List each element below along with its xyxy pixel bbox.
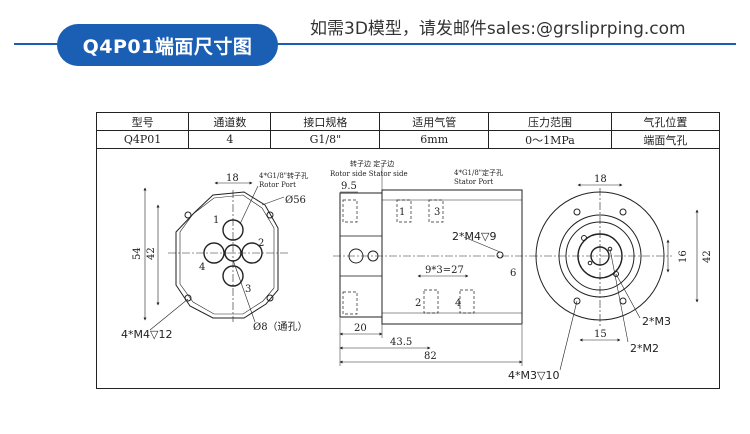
front-view-inner-outline xyxy=(179,194,275,315)
rear-m2-hole xyxy=(587,260,593,266)
front-hole-label: 4 xyxy=(199,262,205,273)
side-m4-leader xyxy=(463,236,501,253)
rear-dim-18: 18 xyxy=(594,174,607,185)
side-port-label: 1 xyxy=(399,207,405,218)
drawing-sheet: 型号 通道数 接口规格 适用气管 压力范围 气孔位置 Q4P01 4 G1/8"… xyxy=(96,112,720,389)
spec-table: 型号 通道数 接口规格 适用气管 压力范围 气孔位置 Q4P01 4 G1/8"… xyxy=(97,113,719,149)
rear-bottom-note: 4*M3▽10 xyxy=(508,369,559,382)
front-hole-label: 3 xyxy=(245,284,251,295)
side-stator-hole xyxy=(496,251,504,259)
front-dim-42: 42 xyxy=(146,247,157,260)
front-center-note: Ø8（通孔） xyxy=(253,321,308,333)
front-port-note: 4*G1/8"转子孔 xyxy=(259,171,308,180)
rear-mount-hole xyxy=(573,297,581,305)
front-mount-hole xyxy=(266,294,274,302)
rear-m3-note: 2*M3 xyxy=(642,315,671,328)
side-view xyxy=(333,165,530,366)
rear-m3-leader xyxy=(615,273,641,319)
side-dim-82: 82 xyxy=(424,351,437,362)
front-view-outline xyxy=(175,191,279,319)
rear-dim-42: 42 xyxy=(702,250,713,263)
rear-mount-hole xyxy=(573,208,581,216)
rear-bottom-leader xyxy=(559,300,578,371)
spec-header-cell: 接口规格 xyxy=(270,113,381,131)
side-port-label: 4 xyxy=(455,298,461,309)
front-port-leader xyxy=(239,185,259,225)
side-top-note: 转子边 定子边 xyxy=(350,159,394,168)
front-mount-leader xyxy=(149,298,189,331)
contact-email-text: 如需3D模型，请发邮件sales:@grsliprping.com xyxy=(310,19,686,39)
rear-m2-hole xyxy=(607,246,613,252)
side-m4-note: 2*M4▽9 xyxy=(452,230,496,243)
front-mount-hole xyxy=(266,211,274,219)
side-port-hidden xyxy=(396,199,412,223)
front-dia-leader xyxy=(261,196,285,206)
side-dim-435: 43.5 xyxy=(390,337,412,348)
front-center-leader xyxy=(232,259,256,323)
side-port-label: 3 xyxy=(434,207,440,218)
front-mount-hole xyxy=(184,211,192,219)
side-port-label: 2 xyxy=(415,298,421,309)
side-stator-note-en: Stator Port xyxy=(454,178,493,186)
front-dim-54: 54 xyxy=(132,247,143,260)
spec-value-row: Q4P01 4 G1/8" 6mm 0～1MPa 端面气孔 xyxy=(97,130,719,149)
spec-value-cell: 4 xyxy=(188,130,272,149)
front-hole-label: 1 xyxy=(213,215,219,226)
side-dim-95: 9.5 xyxy=(341,181,357,192)
front-mount-hole xyxy=(184,294,192,302)
rear-m2-leader xyxy=(609,248,629,343)
rear-m3-hole xyxy=(581,235,587,241)
spec-value-cell: 0～1MPa xyxy=(488,130,612,149)
front-view xyxy=(143,181,290,331)
side-port-hidden xyxy=(428,199,444,223)
side-rotor-hidden xyxy=(342,291,358,315)
spec-value-cell: 6mm xyxy=(379,130,490,149)
front-dim-18: 18 xyxy=(226,173,239,184)
spec-value-cell: 端面气孔 xyxy=(610,130,719,149)
side-port-hidden xyxy=(423,289,439,314)
spec-header-row: 型号 通道数 接口规格 适用气管 压力范围 气孔位置 xyxy=(97,113,719,131)
side-port-hidden xyxy=(459,289,475,314)
spec-value-cell: G1/8" xyxy=(270,130,381,149)
side-dim-6: 6 xyxy=(510,268,516,279)
rear-mount-hole xyxy=(619,297,627,305)
front-mount-note: 4*M4▽12 xyxy=(121,328,172,341)
side-pitch-note: 9*3=27 xyxy=(425,265,464,276)
page-title: Q4P01端面尺寸图 xyxy=(57,24,278,66)
rear-dim-15: 15 xyxy=(594,329,607,340)
rear-dim-16: 16 xyxy=(678,250,689,263)
rear-m3-hole xyxy=(613,271,619,277)
rear-view xyxy=(530,183,699,371)
header-divider xyxy=(14,43,736,45)
front-hole-label: 2 xyxy=(258,238,264,249)
front-dia-56: Ø56 xyxy=(285,195,306,206)
side-stator-body xyxy=(381,189,523,325)
front-port-note-en: Rotor Port xyxy=(259,181,296,189)
rear-m2-note: 2*M2 xyxy=(630,342,659,355)
side-top-note-en: Rotor side Stator side xyxy=(330,170,408,178)
side-rotor-hidden xyxy=(342,199,358,223)
side-dim-20: 20 xyxy=(354,323,367,334)
rear-mount-hole xyxy=(619,208,627,216)
side-rotor-body xyxy=(339,192,383,318)
spec-value-cell: Q4P01 xyxy=(97,130,190,149)
side-stator-note: 4*G1/8"定子孔 xyxy=(454,168,503,177)
